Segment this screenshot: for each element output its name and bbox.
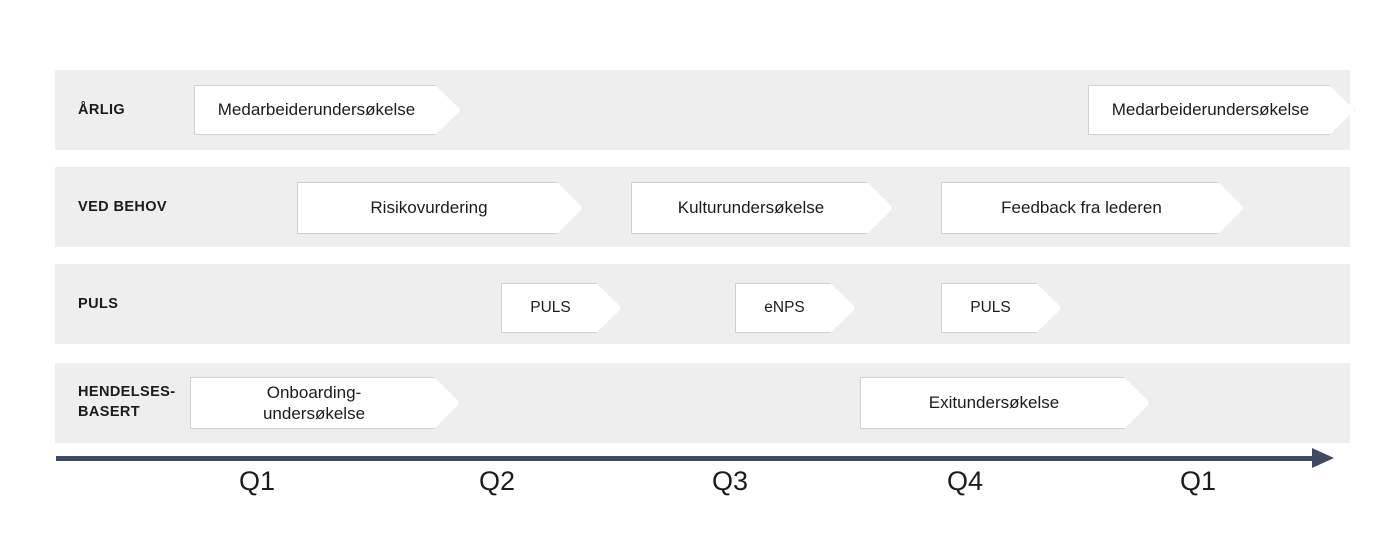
chevron-label: Exitundersøkelse — [928, 393, 1060, 413]
row-label-puls: PULS — [78, 296, 119, 312]
chevron-label: PULS — [530, 299, 571, 317]
chevron-medarbeiderundersokelse-2[interactable]: Medarbeiderundersøkelse — [1088, 85, 1355, 135]
axis-tick-q1-second: Q1 — [1179, 466, 1217, 496]
row-label-ved-behov: VED BEHOV — [78, 199, 168, 215]
chevron-label: Kulturundersøkelse — [677, 198, 825, 218]
chevron-label: eNPS — [764, 299, 805, 317]
axis-tick-q3: Q3 — [711, 466, 749, 496]
row-label-arlig: ÅRLIG — [78, 102, 126, 118]
chevron-label: Feedback fra lederen — [1001, 198, 1162, 218]
chevron-medarbeiderundersokelse-1[interactable]: Medarbeiderundersøkelse — [194, 85, 461, 135]
chevron-label: Onboarding- undersøkelse — [262, 382, 366, 423]
chevron-puls-1[interactable]: PULS — [501, 283, 622, 333]
chevron-enps[interactable]: eNPS — [735, 283, 856, 333]
chevron-label: Risikovurdering — [370, 198, 488, 218]
chevron-kulturundersokelse[interactable]: Kulturundersøkelse — [631, 182, 893, 234]
chevron-label: Medarbeiderundersøkelse — [217, 100, 416, 120]
chevron-label: PULS — [970, 299, 1011, 317]
chevron-label: Medarbeiderundersøkelse — [1111, 100, 1310, 120]
chevron-exitundersokelse[interactable]: Exitundersøkelse — [860, 377, 1150, 429]
row-label-hendelsesbasert: HENDELSES- BASERT — [78, 384, 176, 420]
axis-tick-q4: Q4 — [946, 466, 984, 496]
chevron-puls-2[interactable]: PULS — [941, 283, 1062, 333]
timeline-row-puls: PULS — [55, 264, 1350, 344]
axis-tick-q1-first: Q1 — [238, 466, 276, 496]
chevron-risikovurdering[interactable]: Risikovurdering — [297, 182, 583, 234]
axis-tick-q2: Q2 — [478, 466, 516, 496]
timeline-axis-arrow-icon — [1312, 448, 1334, 468]
chevron-onboardingundersokelse[interactable]: Onboarding- undersøkelse — [190, 377, 460, 429]
chevron-feedback-fra-lederen[interactable]: Feedback fra lederen — [941, 182, 1244, 234]
timeline-axis-line — [56, 456, 1316, 461]
